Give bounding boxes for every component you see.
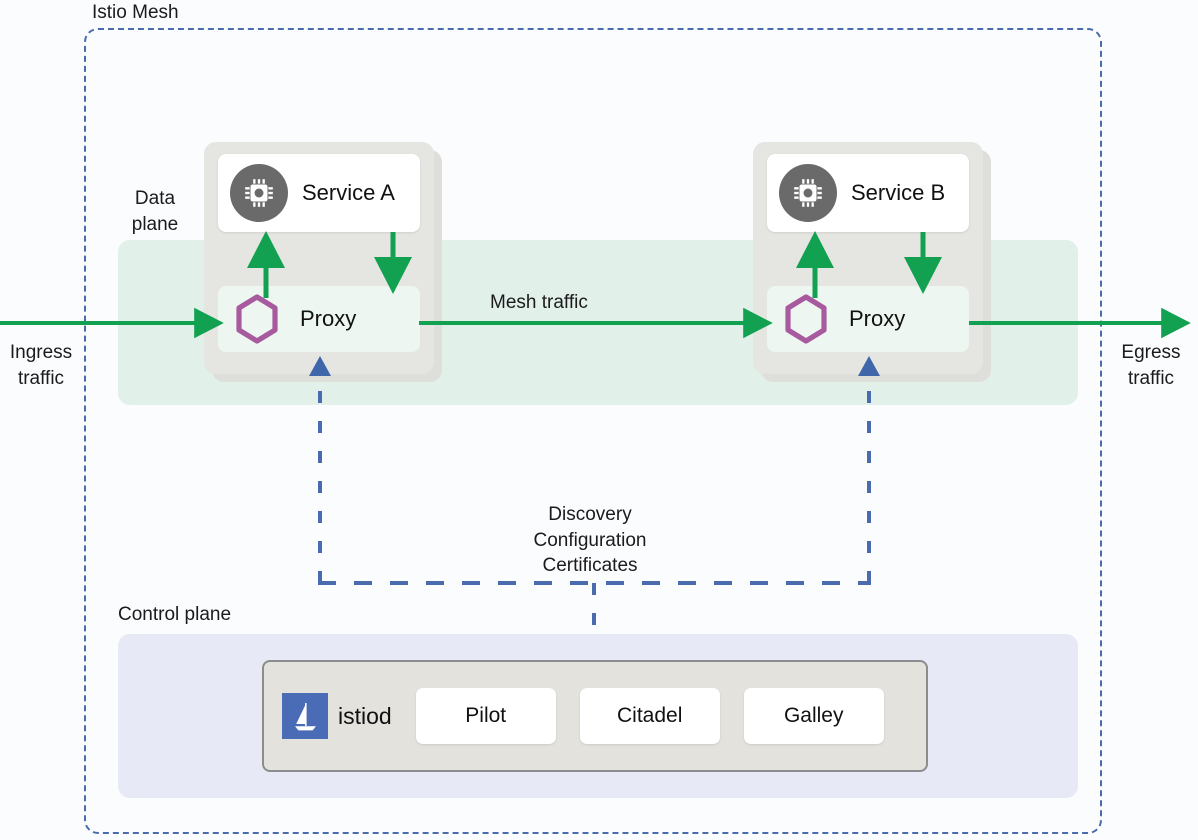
config-channel-line1: Discovery (548, 504, 632, 525)
egress-label-line2: traffic (1127, 368, 1175, 389)
control-plane-label: Control plane (118, 604, 232, 625)
proxy-a-card[interactable]: Proxy (218, 286, 420, 352)
pod-service-b: Service B Proxy (753, 142, 991, 382)
ingress-label-line1: Ingress (9, 342, 73, 363)
istiod-label: istiod (338, 702, 392, 729)
istiod-component-galley[interactable]: Galley (743, 688, 884, 744)
data-plane-label-line1: Data (134, 188, 176, 209)
istiod-component-citadel[interactable]: Citadel (579, 688, 720, 744)
istiod-container: istiod Pilot Citadel Galley (262, 660, 928, 772)
egress-traffic-label: Egress traffic (1106, 340, 1196, 392)
data-plane-label-line2: plane (131, 214, 179, 235)
service-b-card[interactable]: Service B (767, 154, 969, 232)
egress-label-line1: Egress (1121, 342, 1181, 363)
config-channel-line2: Configuration (533, 529, 647, 551)
config-channel-line3: Certificates (542, 555, 638, 576)
istio-mesh-boundary (84, 28, 1102, 834)
ingress-label-line2: traffic (17, 368, 65, 389)
mesh-traffic-label: Mesh traffic (490, 292, 588, 313)
mesh-title-label: Istio Mesh (86, 2, 185, 24)
proxy-b-card[interactable]: Proxy (767, 286, 969, 352)
service-a-card[interactable]: Service A (218, 154, 420, 232)
istiod-component-pilot-label: Pilot (465, 704, 507, 727)
ingress-traffic-label: Ingress traffic (0, 340, 82, 392)
istio-sailboat-icon (282, 693, 328, 739)
service-a-label: Service A (302, 180, 395, 205)
pod-service-a: Service A Proxy (204, 142, 442, 382)
cpu-chip-icon (779, 164, 837, 222)
istiod-component-pilot[interactable]: Pilot (415, 688, 556, 744)
proxy-a-label: Proxy (300, 306, 357, 331)
config-channel-label: Discovery Configuration Certificates (470, 502, 710, 579)
istiod-component-citadel-label: Citadel (617, 704, 683, 727)
istiod-component-galley-label: Galley (783, 704, 844, 727)
hexagon-envoy-icon (779, 292, 833, 346)
data-plane-label: Data plane (118, 186, 192, 238)
hexagon-envoy-icon (230, 292, 284, 346)
service-b-label: Service B (851, 180, 946, 205)
proxy-b-label: Proxy (849, 306, 906, 331)
cpu-chip-icon (230, 164, 288, 222)
